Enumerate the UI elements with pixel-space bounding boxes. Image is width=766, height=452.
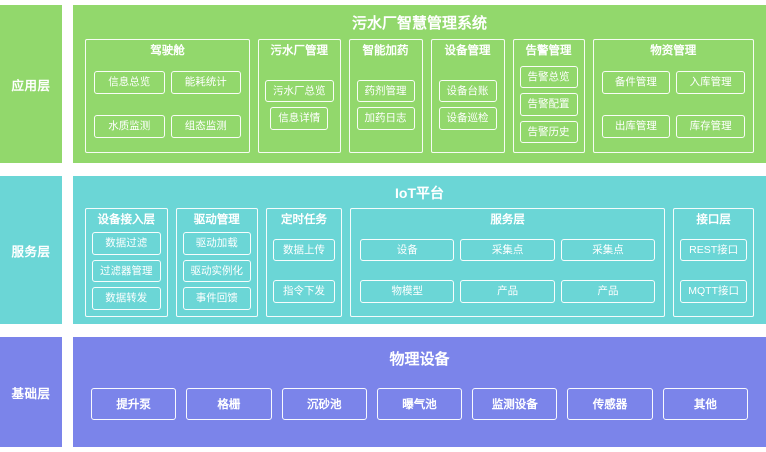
service-layer-groups: 设备接入层 数据过滤 过滤器管理 数据转发 驱动管理 驱动加载 驱动实例化 事件… (85, 207, 754, 317)
item-thing-model[interactable]: 物模型 (360, 280, 455, 303)
sidebar-label-service-layer: 服务层 (0, 176, 62, 324)
group-scheduled-tasks[interactable]: 定时任务 数据上传 指令下发 (266, 207, 342, 317)
group-material-management[interactable]: 物资管理 备件管理 入库管理 出库管理 库存管理 (592, 39, 754, 153)
item-data-upload[interactable]: 数据上传 (273, 238, 335, 262)
group-plant-management-title: 污水厂管理 (270, 45, 329, 57)
group-driver-management-title: 驱动管理 (193, 213, 240, 226)
sidebar-label-infrastructure-text: 基础层 (11, 386, 51, 401)
group-cockpit-title: 驾驶舱 (150, 45, 185, 57)
item-data-filtering[interactable]: 数据过滤 (92, 232, 161, 255)
application-layer-title: 污水厂智慧管理系统 (351, 15, 487, 32)
item-rest-interface[interactable]: REST接口 (680, 238, 747, 262)
item-product-1[interactable]: 产品 (460, 280, 555, 303)
group-device-access-layer[interactable]: 设备接入层 数据过滤 过滤器管理 数据转发 (85, 207, 168, 317)
item-device[interactable]: 设备 (360, 238, 455, 262)
item-reagent-management[interactable]: 药剂管理 (356, 79, 415, 103)
item-driver-loading[interactable]: 驱动加载 (182, 232, 251, 255)
service-layer-panel: IoT平台 设备接入层 数据过滤 过滤器管理 数据转发 驱动管理 驱动加载 驱动… (73, 176, 766, 324)
group-interface-layer-title: 接口层 (696, 213, 731, 226)
group-cockpit[interactable]: 驾驶舱 信息总览 能耗统计 水质监测 组态监测 (85, 39, 250, 153)
group-device-access-layer-items: 数据过滤 过滤器管理 数据转发 (92, 232, 161, 310)
item-scada-monitoring[interactable]: 组态监测 (170, 115, 241, 138)
infrastructure-layer-row: 基础层 物理设备 提升泵 格栅 沉砂池 曝气池 监测设备 传感器 其他 (0, 337, 766, 447)
group-scheduled-tasks-items: 数据上传 指令下发 (273, 232, 335, 310)
sidebar-label-application-text: 应用层 (11, 78, 51, 93)
item-inventory-management[interactable]: 库存管理 (676, 115, 745, 138)
infrastructure-layer-panel: 物理设备 提升泵 格栅 沉砂池 曝气池 监测设备 传感器 其他 (73, 337, 766, 447)
sidebar-label-service-text: 服务层 (11, 244, 51, 259)
item-alarm-config[interactable]: 告警配置 (519, 93, 578, 116)
item-outbound-management[interactable]: 出库管理 (601, 115, 671, 138)
group-interface-layer[interactable]: 接口层 REST接口 MQTT接口 (673, 207, 754, 317)
group-scheduled-tasks-title: 定时任务 (281, 213, 327, 226)
item-energy-statistics[interactable]: 能耗统计 (170, 71, 241, 94)
item-data-forwarding[interactable]: 数据转发 (92, 287, 161, 310)
group-device-access-layer-title: 设备接入层 (97, 213, 156, 226)
group-service-layer-title: 服务层 (490, 213, 525, 226)
infrastructure-layer-items: 提升泵 格栅 沉砂池 曝气池 监测设备 传感器 其他 (85, 375, 754, 437)
item-driver-instantiation[interactable]: 驱动实例化 (182, 259, 251, 283)
item-equipment-inspection[interactable]: 设备巡检 (438, 107, 497, 130)
item-lift-pump[interactable]: 提升泵 (91, 388, 177, 420)
item-info-overview[interactable]: 信息总览 (94, 71, 165, 94)
group-service-layer[interactable]: 服务层 设备 采集点 采集点 物模型 产品 产品 (350, 207, 666, 317)
group-smart-dosing-items: 药剂管理 加药日志 (356, 63, 416, 146)
group-driver-management[interactable]: 驱动管理 驱动加载 驱动实例化 事件回馈 (175, 207, 258, 317)
item-inbound-management[interactable]: 入库管理 (676, 71, 745, 94)
item-dosing-log[interactable]: 加药日志 (356, 107, 415, 130)
service-layer-title: IoT平台 (395, 185, 444, 201)
group-equipment-management[interactable]: 设备管理 设备台账 设备巡检 (430, 39, 505, 153)
item-grit-chamber[interactable]: 沉砂池 (281, 388, 367, 420)
item-mqtt-interface[interactable]: MQTT接口 (680, 280, 747, 303)
item-command-dispatch[interactable]: 指令下发 (273, 280, 335, 303)
infrastructure-layer-title: 物理设备 (389, 351, 450, 368)
group-smart-dosing-title: 智能加药 (362, 45, 409, 57)
item-event-feedback[interactable]: 事件回馈 (182, 287, 251, 310)
group-material-management-items: 备件管理 入库管理 出库管理 库存管理 (600, 63, 748, 146)
group-plant-management[interactable]: 污水厂管理 污水厂总览 信息详情 (258, 39, 341, 153)
group-service-layer-items: 设备 采集点 采集点 物模型 产品 产品 (357, 232, 658, 310)
group-equipment-management-title: 设备管理 (444, 45, 491, 57)
item-alarm-history[interactable]: 告警历史 (519, 120, 578, 144)
item-sensor[interactable]: 传感器 (567, 388, 653, 420)
sidebar-label-infrastructure-layer: 基础层 (0, 337, 62, 447)
group-alarm-management[interactable]: 告警管理 告警总览 告警配置 告警历史 (512, 39, 585, 153)
group-material-management-title: 物资管理 (650, 45, 697, 57)
group-driver-management-items: 驱动加载 驱动实例化 事件回馈 (182, 232, 251, 310)
item-water-quality-monitoring[interactable]: 水质监测 (94, 115, 165, 138)
service-layer-row: 服务层 IoT平台 设备接入层 数据过滤 过滤器管理 数据转发 驱动管理 驱动加… (0, 176, 766, 324)
item-collection-point-2[interactable]: 采集点 (560, 238, 656, 262)
group-alarm-management-items: 告警总览 告警配置 告警历史 (519, 63, 578, 146)
item-collection-point-1[interactable]: 采集点 (460, 238, 555, 262)
group-equipment-management-items: 设备台账 设备巡检 (438, 63, 498, 146)
group-interface-layer-items: REST接口 MQTT接口 (680, 232, 747, 310)
item-equipment-ledger[interactable]: 设备台账 (438, 79, 497, 103)
item-grille[interactable]: 格栅 (186, 388, 272, 420)
item-filter-management[interactable]: 过滤器管理 (92, 259, 161, 283)
item-aeration-tank[interactable]: 曝气池 (376, 388, 463, 420)
group-plant-management-items: 污水厂总览 信息详情 (265, 63, 334, 146)
group-smart-dosing[interactable]: 智能加药 药剂管理 加药日志 (348, 39, 423, 153)
item-product-2[interactable]: 产品 (560, 280, 656, 303)
group-alarm-management-title: 告警管理 (525, 45, 572, 57)
item-monitoring-equipment[interactable]: 监测设备 (472, 388, 558, 420)
application-layer-panel: 污水厂智慧管理系统 驾驶舱 信息总览 能耗统计 水质监测 组态监测 污水厂管理 … (73, 5, 766, 163)
item-other[interactable]: 其他 (662, 388, 748, 420)
item-plant-overview[interactable]: 污水厂总览 (265, 79, 334, 103)
application-layer-groups: 驾驶舱 信息总览 能耗统计 水质监测 组态监测 污水厂管理 污水厂总览 信息详情 (85, 39, 754, 153)
sidebar-label-application-layer: 应用层 (0, 5, 62, 163)
application-layer-row: 应用层 污水厂智慧管理系统 驾驶舱 信息总览 能耗统计 水质监测 组态监测 污水… (0, 5, 766, 163)
item-info-detail[interactable]: 信息详情 (270, 107, 329, 130)
item-spare-parts-management[interactable]: 备件管理 (601, 71, 671, 94)
item-alarm-overview[interactable]: 告警总览 (519, 65, 578, 89)
group-cockpit-items: 信息总览 能耗统计 水质监测 组态监测 (92, 63, 243, 146)
